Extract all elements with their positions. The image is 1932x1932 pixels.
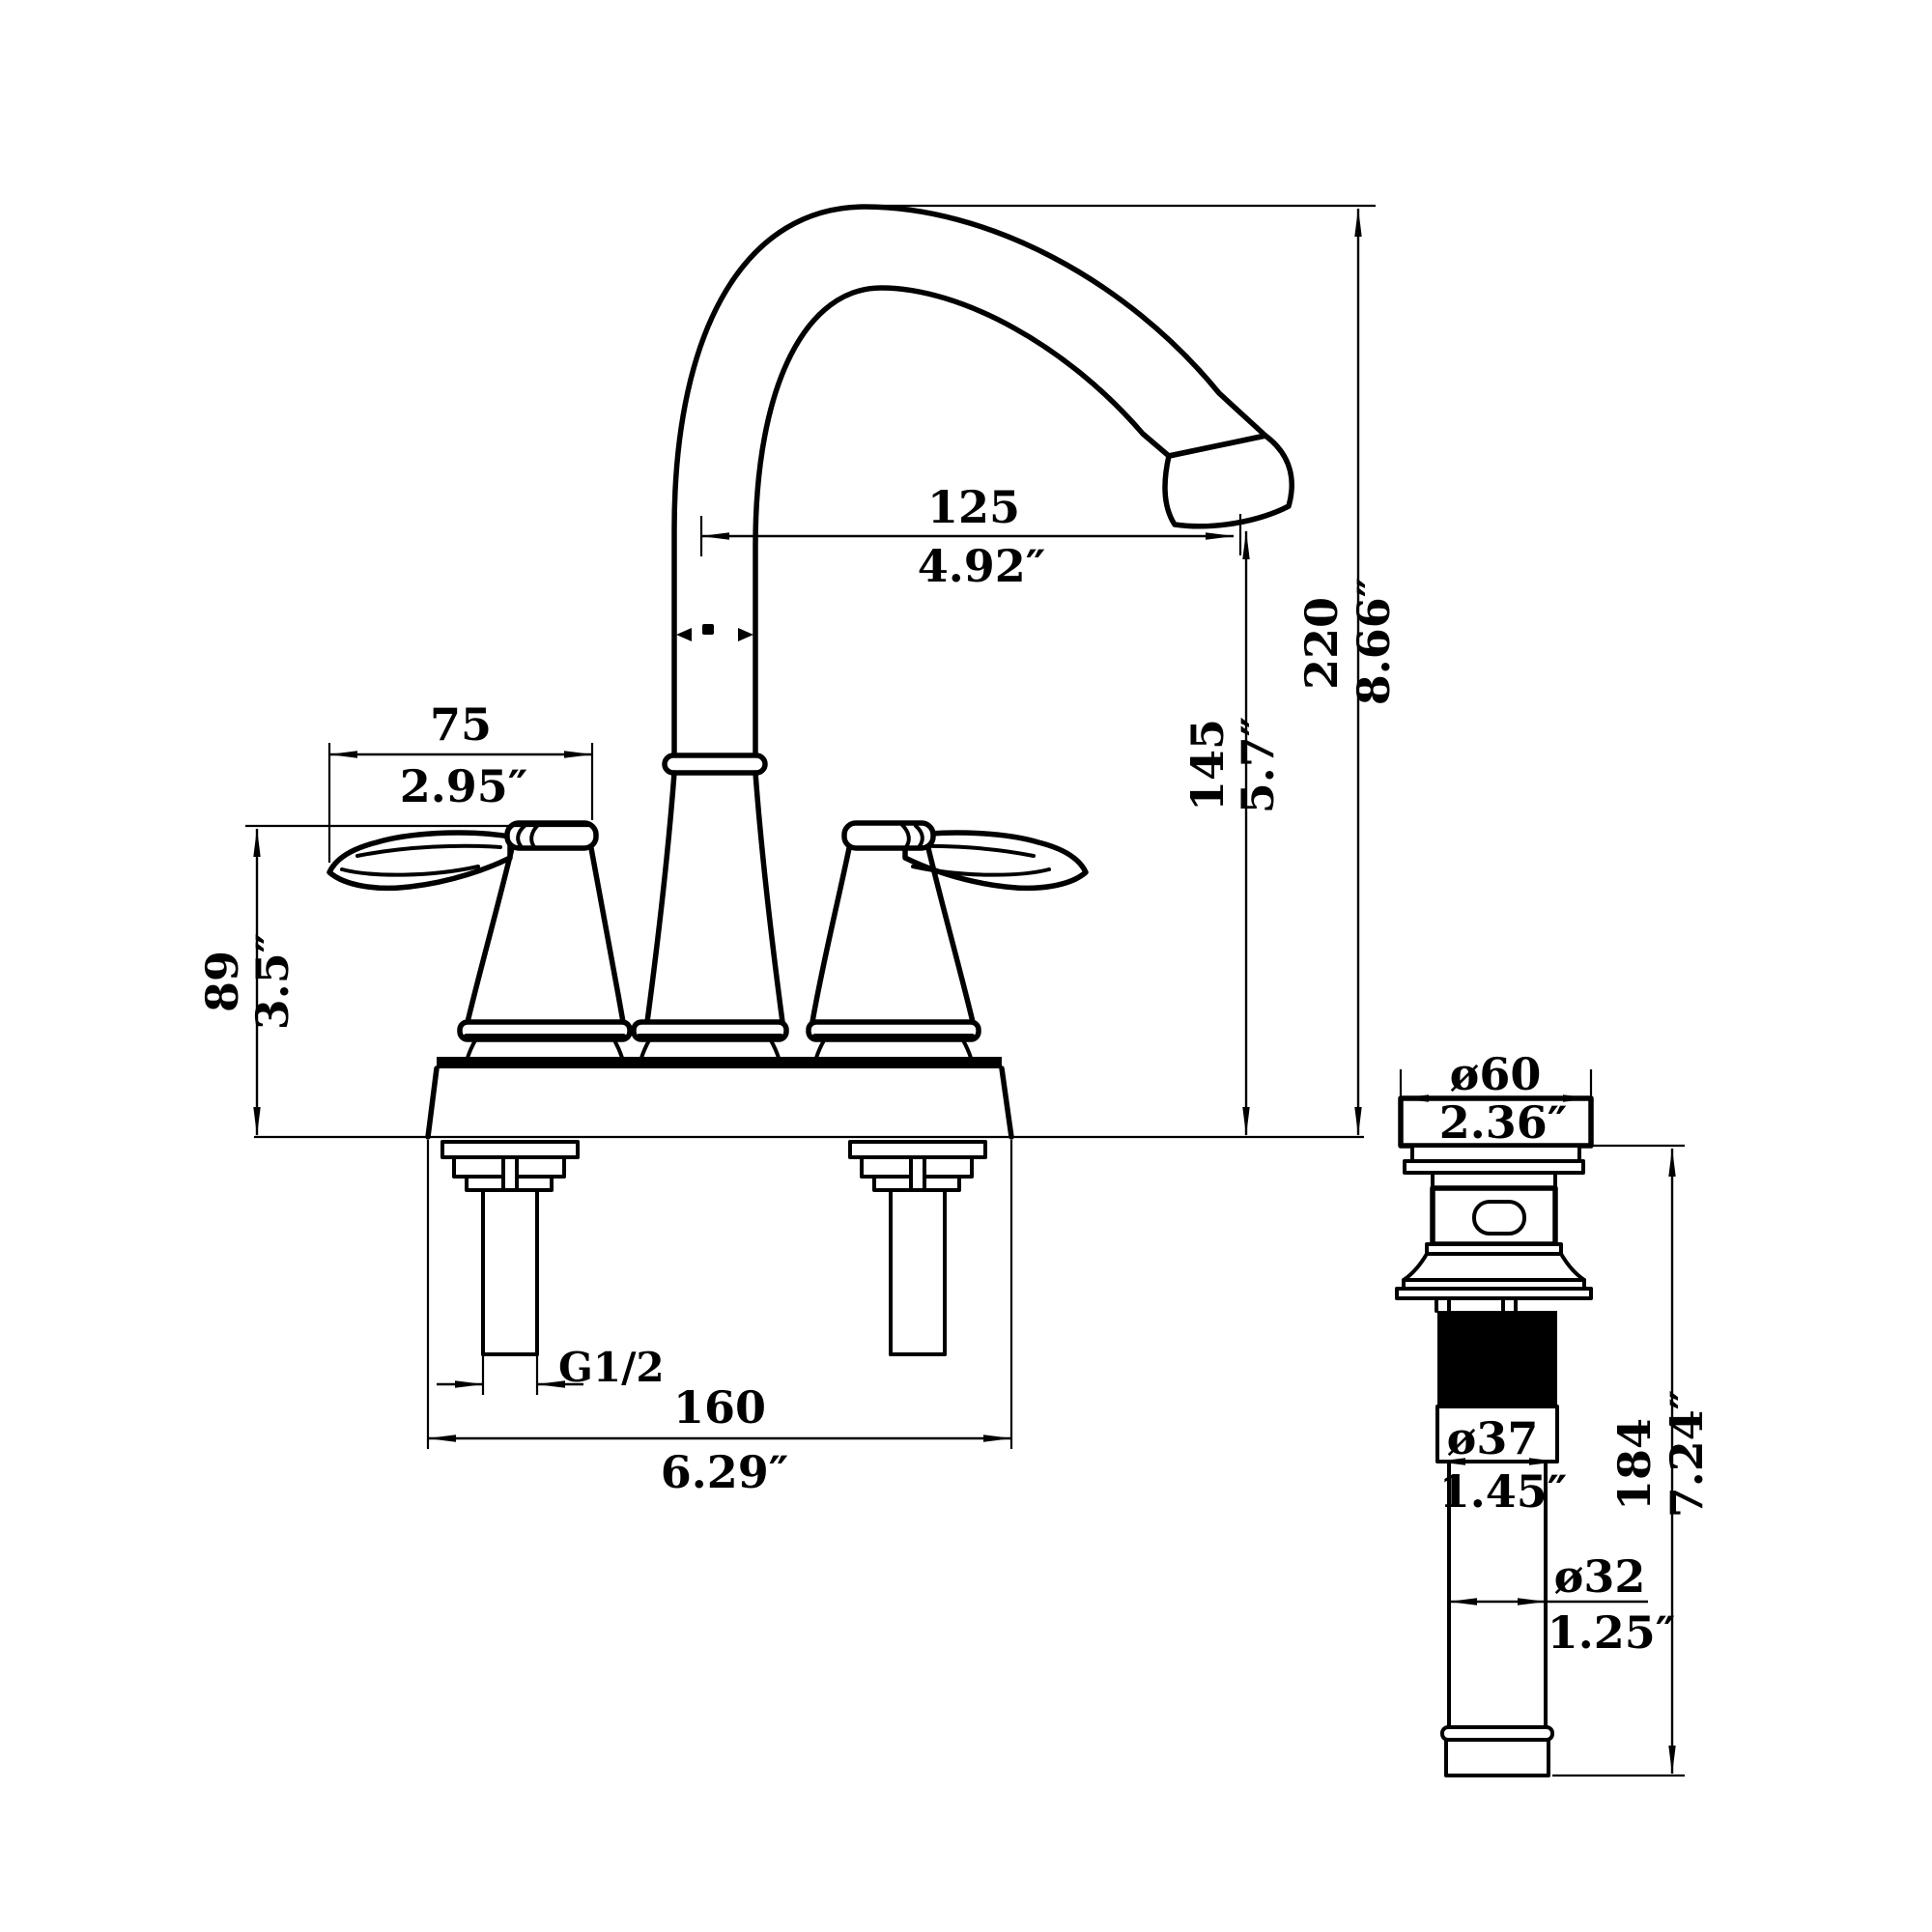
riser-mark-blob xyxy=(702,624,714,635)
riser-mark-right xyxy=(738,628,753,641)
left-shank-assembly xyxy=(440,1140,580,1356)
dim-base-width-in: 6.29″ xyxy=(661,1446,789,1498)
dim-inlet-thread-label: G1/2 xyxy=(558,1344,665,1391)
drain-bell xyxy=(1402,1252,1586,1282)
drain-bell-band-2 xyxy=(1395,1287,1593,1300)
dim-handle-length-in: 2.95″ xyxy=(400,760,528,812)
dim-drain-length-ext xyxy=(1552,1144,1685,1777)
drain-upper-tube xyxy=(1435,1405,1559,1463)
right-shank xyxy=(889,1188,947,1356)
drain-body xyxy=(1395,1095,1594,1777)
dim-spout-reach-in: 4.92″ xyxy=(918,540,1046,592)
dim-body-diameter: ø37 1.45″ xyxy=(1436,1412,1568,1518)
right-shank-assembly xyxy=(848,1140,987,1356)
drain-tabs xyxy=(1435,1296,1518,1313)
drain-side-view: ø60 2.36″ ø37 1.45″ ø32 1.25″ 184 7.24″ xyxy=(1395,1048,1713,1777)
dim-base-width-mm: 160 xyxy=(673,1381,766,1434)
left-handle-cap xyxy=(504,820,599,851)
dim-body-in: 1.45″ xyxy=(1439,1465,1568,1518)
dim-overall-height: 220 8.66″ xyxy=(865,204,1400,1136)
dim-outlet-height: 145 5.7″ xyxy=(1181,530,1284,1136)
dim-outlet-height-in: 5.7″ xyxy=(1232,717,1284,814)
right-handle xyxy=(806,820,1089,1060)
right-handle-cap xyxy=(841,820,936,851)
dim-flange-ticks xyxy=(1399,1069,1593,1098)
drain-tailpiece-tube xyxy=(1447,1460,1548,1729)
dim-handle-height: 89 3.5″ xyxy=(196,824,592,1136)
column-cone-edges xyxy=(644,770,785,1025)
dim-base-width: 160 6.29″ xyxy=(426,1140,1013,1498)
dim-overall-height-in: 8.66″ xyxy=(1348,578,1400,706)
left-cone-edges xyxy=(465,845,626,1025)
dim-tailpiece-mm: ø32 xyxy=(1554,1550,1646,1603)
riser-mark-left xyxy=(676,628,692,641)
left-mount-bar xyxy=(440,1140,580,1159)
drain-bottom-tube xyxy=(1444,1738,1550,1777)
drain-threaded-section xyxy=(1437,1311,1557,1406)
column-collar xyxy=(662,753,768,776)
drain-overflow-hole xyxy=(1472,1200,1526,1236)
dim-drain-length-mm: 184 xyxy=(1608,1418,1661,1511)
drain-step-2 xyxy=(1403,1159,1585,1175)
dim-flange-mm: ø60 xyxy=(1450,1048,1542,1100)
left-handle xyxy=(327,820,633,1060)
column-skirt xyxy=(639,1038,781,1060)
dim-handle-length-mm: 75 xyxy=(430,698,492,751)
base-sides xyxy=(425,1065,1014,1140)
dim-flange-in: 2.36″ xyxy=(1439,1096,1568,1149)
dim-tailpiece-diameter: ø32 1.25″ xyxy=(1448,1550,1676,1659)
left-shank xyxy=(481,1188,539,1356)
dim-inlet-thread: G1/2 xyxy=(437,1344,665,1395)
dim-drain-length-in: 7.24″ xyxy=(1661,1390,1713,1519)
left-skirt xyxy=(466,1038,624,1060)
dim-tailpiece-in: 1.25″ xyxy=(1548,1606,1676,1659)
spout xyxy=(671,204,1294,776)
spout-inner-arc xyxy=(753,285,1172,776)
dim-outlet-height-mm: 145 xyxy=(1181,719,1234,811)
body-column xyxy=(631,753,789,1060)
dim-flange-diameter: ø60 2.36″ xyxy=(1399,1048,1593,1149)
spout-nozzle xyxy=(1162,433,1294,529)
drain-flange xyxy=(1398,1095,1594,1149)
dim-overall-height-mm: 220 xyxy=(1295,597,1348,690)
spout-nozzle-band xyxy=(1166,433,1268,459)
base-top-band xyxy=(437,1057,1002,1068)
right-cone-edges xyxy=(810,845,976,1025)
faucet-front-view: 125 4.92″ 220 8.66″ 145 5.7″ 75 2.95″ 89… xyxy=(196,204,1400,1498)
dim-inlet-thread-ext xyxy=(481,1356,539,1395)
dim-handle-height-in: 3.5″ xyxy=(246,933,298,1031)
dim-handle-height-mm: 89 xyxy=(196,951,248,1012)
dim-base-width-ext xyxy=(426,1140,1013,1449)
left-lever-detail xyxy=(340,843,502,877)
left-lever xyxy=(327,830,513,892)
right-hub-steps xyxy=(900,823,924,850)
right-mount-bar xyxy=(848,1140,987,1159)
dim-body-mm: ø37 xyxy=(1447,1412,1539,1464)
dim-spout-reach-mm: 125 xyxy=(927,481,1020,533)
base-escutcheon xyxy=(425,1057,1014,1140)
dim-spout-reach: 125 4.92″ xyxy=(699,481,1242,592)
dim-handle-length: 75 2.95″ xyxy=(327,698,594,863)
right-skirt xyxy=(814,1038,973,1060)
dim-drain-length: 184 7.24″ xyxy=(1552,1144,1713,1777)
